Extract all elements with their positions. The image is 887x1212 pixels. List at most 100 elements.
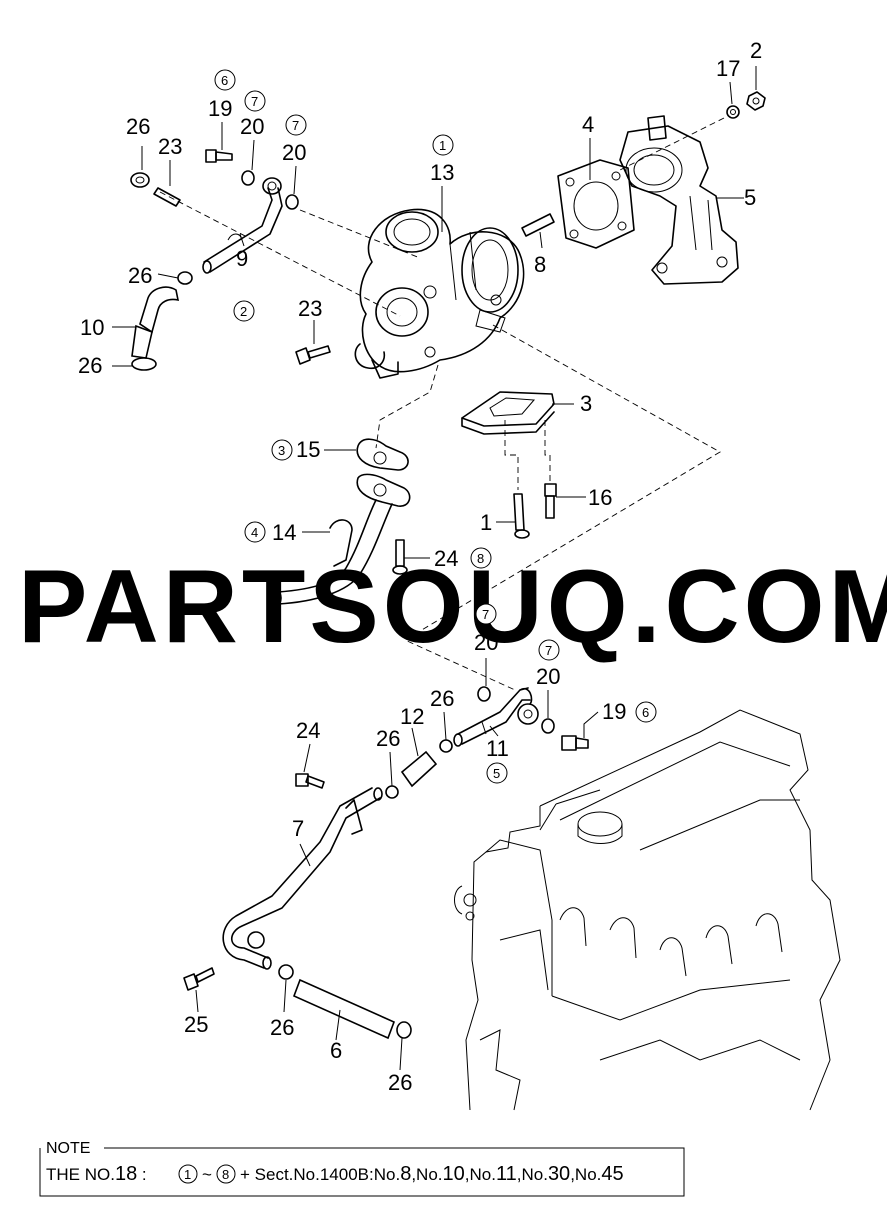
callout-24: 25 (184, 1012, 208, 1037)
bolt-1[interactable] (513, 493, 530, 539)
bolt-21[interactable] (392, 539, 408, 575)
oil-feed-pipe-11[interactable] (453, 687, 539, 747)
hose-12[interactable] (400, 750, 438, 788)
note-range-start: 1 (178, 1164, 198, 1184)
callout-21: 24 (434, 546, 458, 571)
callout-1: 1 (480, 510, 492, 535)
circle-mark-6b: 6 (635, 701, 657, 723)
svg-text:7: 7 (482, 607, 489, 622)
oil-return-pipe[interactable] (272, 473, 411, 606)
bolt-23-upper[interactable] (295, 345, 331, 365)
svg-text:8: 8 (222, 1167, 229, 1182)
clamp-26-upper[interactable] (177, 271, 193, 285)
callout-23-lower: 24 (296, 718, 320, 743)
callout-4: 4 (582, 112, 594, 137)
washer-20-a[interactable] (241, 170, 255, 186)
washer-20-c[interactable] (477, 686, 491, 702)
clamp-26-d[interactable] (385, 785, 399, 799)
circle-mark-6a: 6 (214, 69, 236, 91)
circle-mark-2: 2 (233, 300, 255, 322)
circle-mark-7a: 7 (244, 90, 266, 112)
svg-text:6: 6 (221, 73, 228, 88)
gasket-exhaust[interactable] (557, 159, 635, 249)
leader-lines (112, 66, 757, 1071)
callout-7: 7 (292, 816, 304, 841)
clamp-26-f[interactable] (396, 1021, 412, 1039)
circle-mark-7c: 7 (475, 603, 497, 625)
callout-8: 8 (534, 252, 546, 277)
bolt-19-lower[interactable] (561, 735, 589, 751)
hose-10[interactable] (131, 286, 180, 359)
callout-15: 15 (296, 437, 320, 462)
circle-mark-3: 3 (271, 439, 293, 461)
callout-23-upper: 23 (298, 296, 322, 321)
callout-13: 13 (430, 160, 454, 185)
bolt-23-lower[interactable] (295, 773, 325, 789)
gasket-oil-feed[interactable] (356, 438, 409, 471)
svg-text:1: 1 (439, 138, 446, 153)
circle-mark-8: 8 (470, 547, 492, 569)
nut-25[interactable] (130, 172, 150, 188)
note-title: NOTE (46, 1140, 90, 1157)
note-box: NOTE THE NO.18 : 1 ~ 8 + Sect.No.1400B:N… (39, 1138, 685, 1197)
callout-2: 2 (750, 38, 762, 63)
callout-25: 26 (126, 114, 150, 139)
callout-26-a: 26 (128, 263, 152, 288)
clamp-26-lower[interactable] (131, 357, 157, 371)
svg-text:8: 8 (477, 551, 484, 566)
svg-text:3: 3 (278, 443, 285, 458)
svg-text:1: 1 (184, 1167, 191, 1182)
washer-20-b[interactable] (285, 194, 299, 210)
callout-26-b: 26 (78, 353, 102, 378)
nut-2[interactable] (746, 91, 766, 111)
callout-26-f: 26 (388, 1070, 412, 1095)
svg-text:2: 2 (240, 304, 247, 319)
callout-16: 16 (588, 485, 612, 510)
callout-26-d: 26 (376, 726, 400, 751)
callout-22: 23 (158, 134, 182, 159)
svg-text:4: 4 (251, 525, 258, 540)
engine-block (454, 709, 841, 1111)
circle-mark-4: 4 (244, 521, 266, 543)
nut-17[interactable] (726, 105, 740, 119)
oil-return-pipe-7[interactable] (222, 787, 383, 970)
svg-text:7: 7 (251, 94, 258, 109)
circle-mark-5: 5 (486, 762, 508, 784)
callout-5: 5 (744, 185, 756, 210)
stud-8[interactable] (521, 213, 555, 237)
watermark: PARTSOUQ.COM (18, 549, 887, 665)
callout-12: 12 (400, 704, 424, 729)
callout-3: 3 (580, 391, 592, 416)
callout-20-c: 20 (536, 664, 560, 689)
bolt-24[interactable] (183, 967, 215, 991)
exhaust-elbow[interactable] (619, 115, 739, 285)
bolt-16[interactable] (544, 483, 557, 519)
circle-mark-7d: 7 (538, 639, 560, 661)
callout-19-lower: 19 (602, 699, 626, 724)
callout-26-c: 26 (430, 686, 454, 711)
callout-10: 10 (80, 315, 104, 340)
bolt-19-upper[interactable] (205, 149, 233, 163)
callout-17: 17 (716, 56, 740, 81)
hose-6[interactable] (292, 978, 396, 1040)
svg-text:7: 7 (292, 118, 299, 133)
oil-feed-pipe-upper[interactable] (202, 177, 283, 274)
callout-9: 9 (236, 246, 248, 271)
note-refs: + Sect.No.1400B:No.8,No.10,No.11,No.30,N… (240, 1163, 624, 1185)
callout-6: 6 (330, 1038, 342, 1063)
callout-labels: 13 4 5 8 3 16 1 24 15 14 9 10 26 26 26 2… (78, 38, 762, 1095)
svg-text:5: 5 (493, 766, 500, 781)
washer-20-d[interactable] (541, 718, 555, 734)
gasket-oil-return[interactable] (461, 391, 555, 435)
svg-text:7: 7 (545, 643, 552, 658)
stud-22[interactable] (153, 187, 181, 207)
svg-text:6: 6 (642, 705, 649, 720)
callout-20-b: 20 (282, 140, 306, 165)
turbocharger[interactable] (354, 208, 525, 379)
note-tilde: ~ (202, 1165, 212, 1184)
circle-mark-7b: 7 (285, 114, 307, 136)
clamp-26-c[interactable] (439, 739, 453, 753)
clamp-26-e[interactable] (278, 964, 294, 980)
note-range-end: 8 (216, 1164, 236, 1184)
circle-mark-1: 1 (432, 134, 454, 156)
